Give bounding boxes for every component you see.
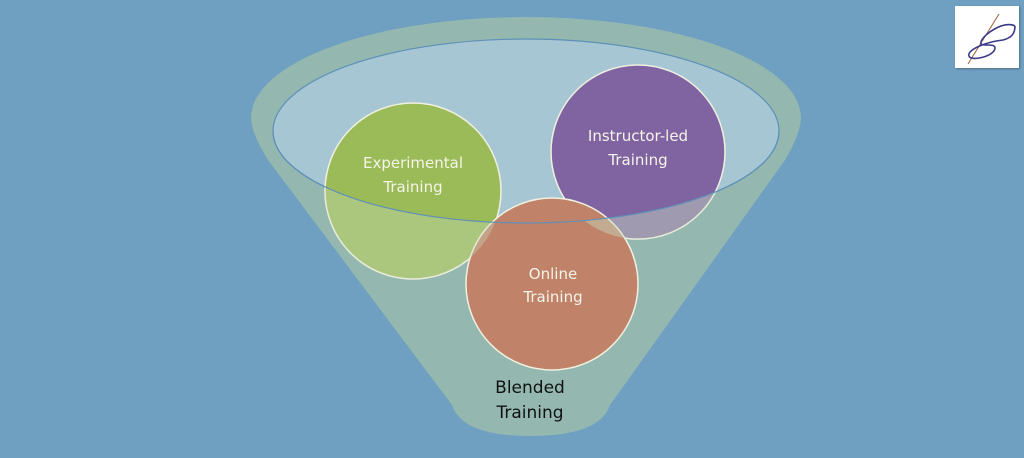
online-label-1: Online <box>529 265 577 283</box>
instructor-label-2: Training <box>607 151 667 169</box>
signature-logo-icon <box>967 13 1016 65</box>
blended-label-1: Blended <box>495 378 565 398</box>
instructor-label-1: Instructor-led <box>588 127 688 145</box>
funnel-rim <box>272 130 780 224</box>
online-label-2: Training <box>522 288 582 306</box>
experimental-label-1: Experimental <box>363 154 463 172</box>
blended-label-2: Training <box>495 403 563 423</box>
circle-instructor-led-training <box>550 64 726 240</box>
circle-online-training <box>465 197 639 371</box>
signature-logo <box>955 6 1019 68</box>
experimental-label-2: Training <box>382 178 442 196</box>
circle-experimental-training <box>324 102 502 280</box>
